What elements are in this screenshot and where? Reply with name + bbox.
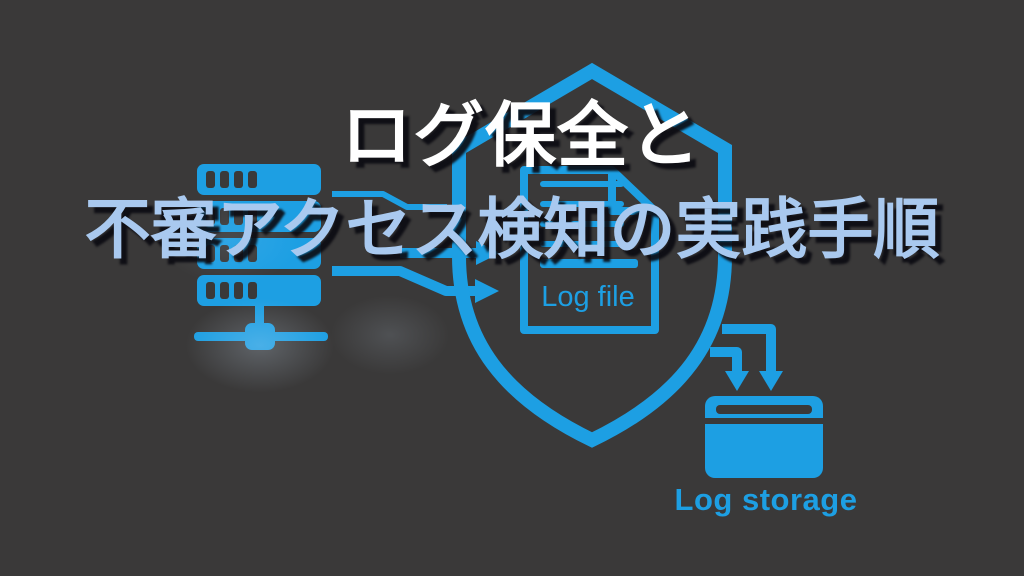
server-stack-icon [194, 164, 328, 350]
log-storage-box-icon [705, 324, 823, 478]
title-line-1: ログ保全と [340, 97, 701, 176]
title-line-2: 不審アクセス検知の実践手順 [84, 192, 940, 266]
document-text-lines [540, 181, 638, 268]
log-storage-label: Log storage [674, 482, 858, 517]
storage-slot [705, 405, 823, 424]
server-led-slots [206, 171, 257, 299]
down-arrow-icons [710, 324, 783, 391]
shield-outline-icon [452, 62, 732, 448]
log-file-document-icon [520, 166, 659, 334]
network-node-icon [194, 304, 328, 350]
log-file-label: Log file [541, 281, 635, 313]
